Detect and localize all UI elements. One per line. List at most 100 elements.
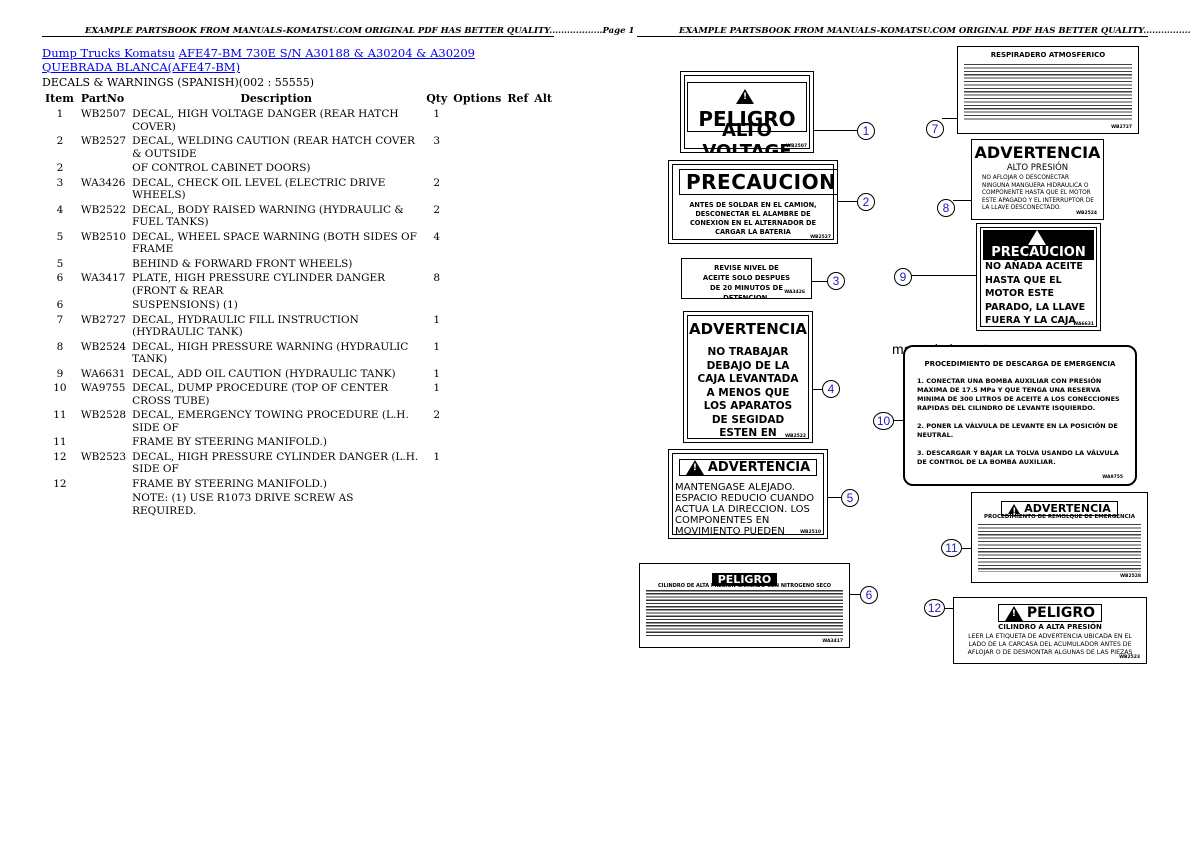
cell-desc: DECAL, DUMP PROCEDURE (TOP OF CENTER CRO…: [132, 382, 389, 407]
callout-8[interactable]: 8: [937, 199, 955, 217]
cell-qty: 2: [433, 203, 441, 216]
warning-triangle-icon: [736, 89, 754, 104]
cell-options: [450, 435, 504, 450]
callout-12[interactable]: 12: [924, 599, 945, 617]
decal-11: ADVERTENCIA PROCEDIMIENTO DE REMOLQUE DE…: [971, 492, 1148, 583]
cell-item: [42, 491, 78, 518]
cell-qty: 1: [433, 108, 441, 120]
cell-item: 10: [53, 382, 67, 394]
decal-5-text: MANTENGASE ALEJADO. ESPACIO REDUCIO CUAN…: [675, 482, 815, 538]
cell-ref: [504, 203, 531, 230]
cell-ref: [504, 450, 531, 477]
decal-8-code: WB2524: [1076, 211, 1097, 216]
cell-partno: [78, 298, 129, 313]
decal-12-text: LEER LA ETIQUETA DE ADVERTENCIA UBICADA …: [967, 633, 1133, 656]
breadcrumb-link-dump-trucks[interactable]: Dump Trucks Komatsu: [42, 46, 175, 60]
cell-qty: 1: [433, 382, 441, 394]
cell-qty: [423, 491, 450, 518]
cell-ref: [504, 257, 531, 272]
decal-2-code: WB2527: [810, 235, 831, 240]
callout-9[interactable]: 9: [894, 268, 912, 286]
cell-qty: [423, 298, 450, 313]
decal-4-text: NO TRABAJAR DEBAJO DE LA CAJA LEVANTADA …: [697, 346, 799, 442]
cell-options: [450, 491, 504, 518]
callout-1[interactable]: 1: [857, 122, 875, 140]
callout-4[interactable]: 4: [822, 380, 840, 398]
cell-item: 4: [56, 203, 64, 216]
callout-10[interactable]: 10: [873, 412, 894, 430]
callout-3[interactable]: 3: [827, 272, 845, 290]
cell-options: [450, 203, 504, 230]
cell-item: 5: [56, 257, 64, 270]
cell-alt: [531, 298, 557, 313]
cell-qty: [423, 477, 450, 492]
decal-5-code: WB2510: [800, 530, 821, 535]
decal-11-title: ADVERTENCIA: [1024, 502, 1111, 515]
cell-alt: [531, 176, 557, 203]
callout-11[interactable]: 11: [941, 539, 962, 557]
cell-partno: WB2527: [80, 135, 127, 147]
cell-desc: DECAL, HIGH PRESSURE CYLINDER DANGER (L.…: [132, 450, 419, 476]
callout-7[interactable]: 7: [926, 120, 944, 138]
cell-options: [450, 340, 504, 367]
cell-options: [450, 367, 504, 382]
cell-qty: 2: [433, 176, 441, 189]
cell-alt: [531, 203, 557, 230]
cell-desc: BEHIND & FORWARD FRONT WHEELS): [132, 257, 353, 270]
cell-qty: [423, 435, 450, 450]
cell-ref: [504, 435, 531, 450]
cell-ref: [504, 313, 531, 340]
cell-qty: 8: [433, 272, 441, 284]
cell-qty: 4: [433, 230, 441, 243]
cell-desc: DECAL, WHEEL SPACE WARNING (BOTH SIDES O…: [132, 230, 417, 256]
cell-ref: [504, 271, 531, 298]
leader-line-6: [850, 594, 860, 595]
leader-line-7: [942, 118, 957, 119]
cell-desc: FRAME BY STEERING MANIFOLD.): [132, 477, 327, 490]
decal-9-code: WA6631: [1073, 322, 1094, 327]
decal-10: PROCEDIMIENTO DE DESCARGA DE EMERGENCIA …: [903, 345, 1137, 486]
parts-table: Item PartNo Description Qty Options Ref …: [42, 90, 557, 518]
cell-options: [450, 298, 504, 313]
decal-12-code: WB2523: [1119, 655, 1140, 660]
table-row: 5 BEHIND & FORWARD FRONT WHEELS): [42, 257, 557, 272]
cell-alt: [531, 161, 557, 176]
cell-alt: [531, 435, 557, 450]
cell-partno: [78, 161, 129, 176]
cell-partno: [78, 435, 129, 450]
decal-4: ADVERTENCIA NO TRABAJAR DEBAJO DE LA CAJ…: [683, 311, 813, 443]
cell-item: 11: [53, 436, 67, 448]
page1-header: EXAMPLE PARTSBOOK FROM MANUALS-KOMATSU.C…: [85, 26, 635, 36]
decal-10-code: WA9755: [1102, 475, 1123, 480]
cell-options: [450, 477, 504, 492]
cell-item: 6: [56, 272, 64, 284]
col-options: Options: [453, 92, 502, 105]
decal-4-code: WB2522: [785, 434, 806, 439]
cell-options: [450, 408, 504, 435]
cell-qty: 1: [433, 340, 441, 353]
parts-table-header: Item PartNo Description Qty Options Ref …: [42, 90, 557, 107]
decal-1-title: PELIGRO: [698, 107, 796, 131]
decal-2-title: PRECAUCION: [679, 169, 837, 195]
cell-alt: [531, 107, 557, 134]
warning-triangle-icon: [1008, 504, 1021, 517]
callout-5[interactable]: 5: [841, 489, 859, 507]
callout-6[interactable]: 6: [860, 586, 878, 604]
leader-line-9: [910, 275, 976, 276]
cell-desc: DECAL, WELDING CAUTION (REAR HATCH COVER…: [132, 135, 415, 160]
callout-2[interactable]: 2: [857, 193, 875, 211]
cell-desc: DECAL, HYDRAULIC FILL INSTRUCTION (HYDRA…: [132, 313, 359, 339]
decal-8-subtitle: ALTO PRESIÓN: [1006, 163, 1069, 173]
cell-options: [450, 176, 504, 203]
warning-triangle-icon: [1027, 230, 1046, 245]
cell-qty: [423, 161, 450, 176]
leader-line-4: [813, 389, 823, 390]
decal-10-step-3: 3. DESCARGAR Y BAJAR LA TOLVA USANDO LA …: [917, 449, 1119, 466]
breadcrumb-link-model[interactable]: AFE47-BM 730E S/N A30188 & A30204 & A302…: [42, 46, 475, 74]
cell-desc: DECAL, EMERGENCY TOWING PROCEDURE (L.H. …: [132, 409, 409, 434]
cell-partno: WB2523: [80, 450, 127, 463]
cell-alt: [531, 340, 557, 367]
decal-10-step-1: 1. CONECTAR UNA BOMBA AUXILIAR CON PRESI…: [917, 377, 1120, 412]
